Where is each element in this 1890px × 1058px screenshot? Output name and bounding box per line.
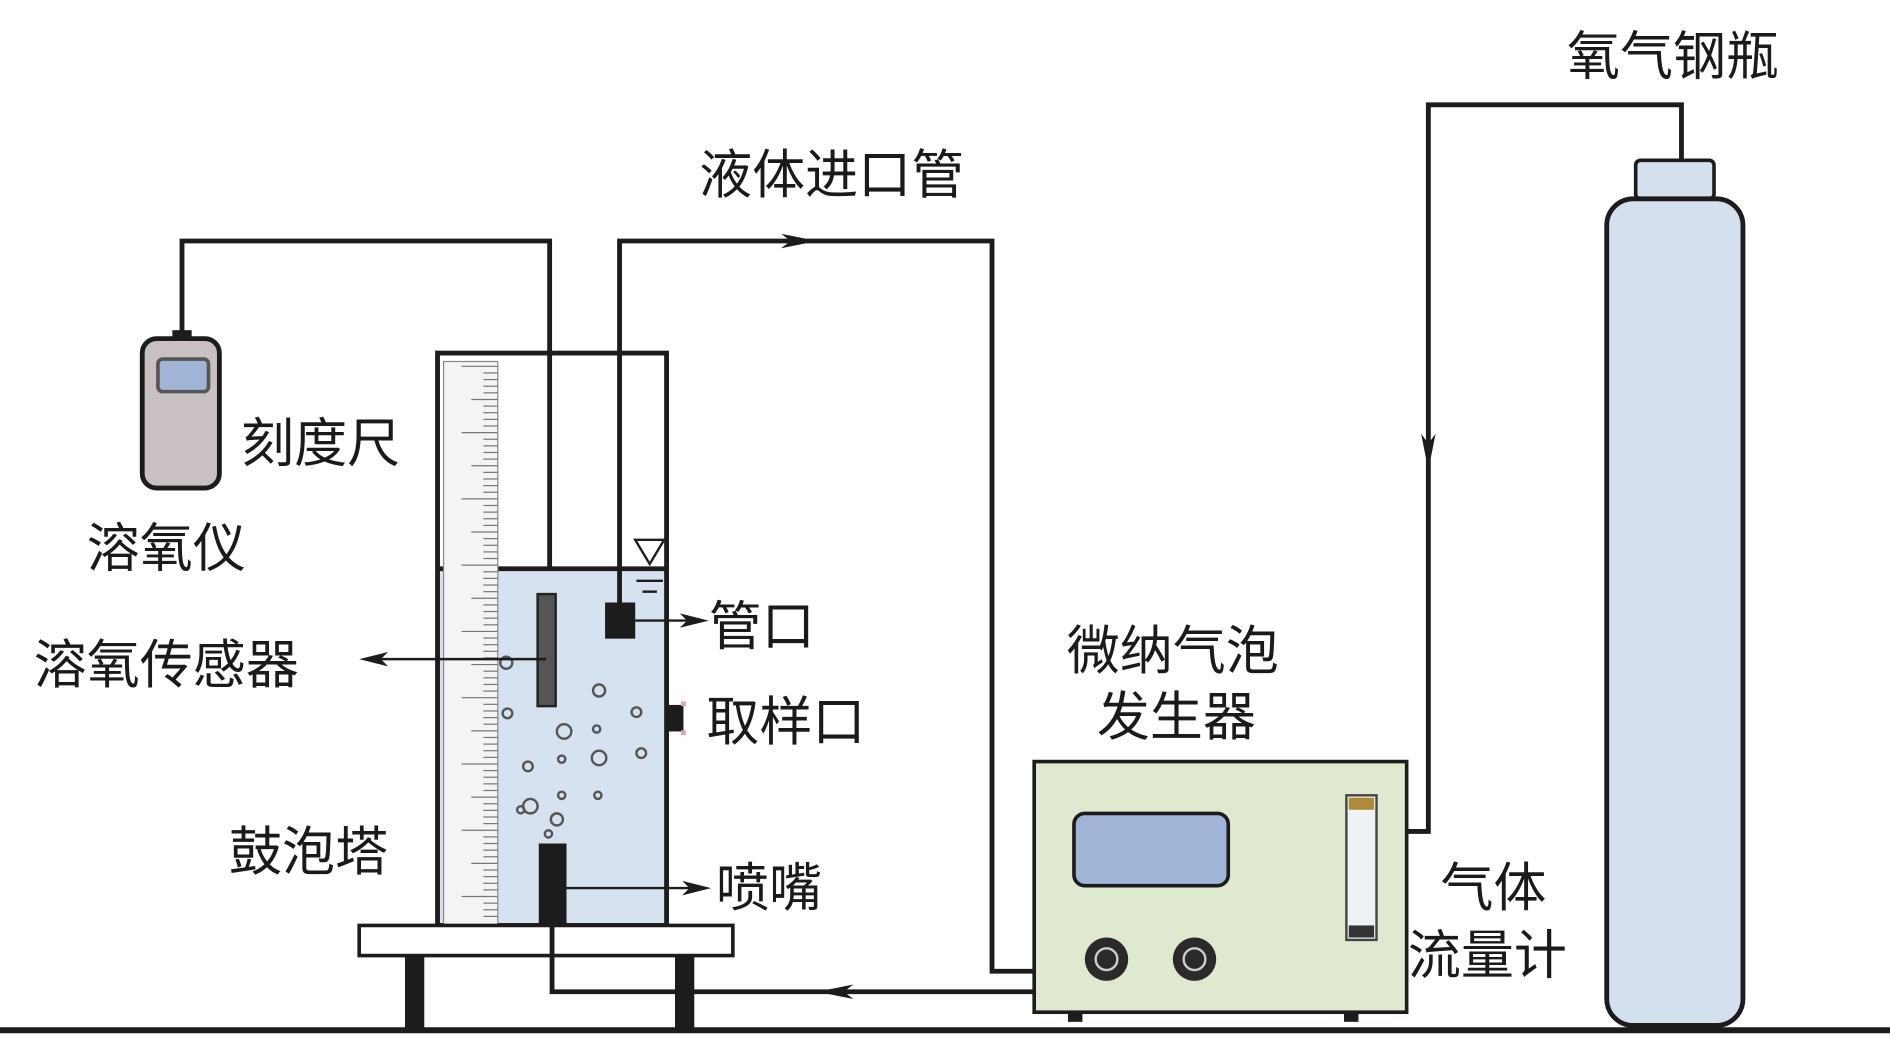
bubbles (499, 655, 648, 839)
label-generator-line1: 微纳气泡 (1067, 620, 1279, 682)
label-sampling-port: 取样口 (706, 691, 865, 753)
label-oxygen-cylinder: 氧气钢瓶 (1567, 26, 1779, 88)
do-sensor-probe (536, 592, 557, 708)
do-meter (139, 330, 222, 491)
label-liquid-inlet-pipe: 液体进口管 (699, 144, 964, 206)
pipe-outlet-block (605, 602, 636, 639)
arrow-left-icon (359, 651, 389, 667)
bubble (556, 790, 567, 801)
knob-icon[interactable] (1172, 937, 1217, 981)
bubble (521, 760, 534, 773)
sensor-cable (179, 238, 553, 597)
arrow-right-icon (682, 880, 712, 896)
bubble (543, 829, 554, 839)
bubble (501, 707, 514, 720)
bubble (549, 812, 565, 827)
oxygen-supply-pipe (1406, 102, 1684, 834)
bubble (556, 754, 567, 764)
flow-arrow-right-icon (781, 233, 818, 249)
label-pipe-outlet: 管口 (709, 596, 815, 658)
liquid-inlet-pipe (617, 238, 1035, 974)
bubble (590, 749, 608, 767)
stand (357, 923, 735, 1031)
bubble-column (435, 350, 686, 928)
bubble (591, 724, 602, 734)
scale-ruler (442, 360, 499, 927)
label-scale-ruler: 刻度尺 (241, 413, 400, 475)
label-flowmeter-line2: 流量计 (1408, 925, 1567, 987)
label-flowmeter-line1: 气体 (1440, 857, 1546, 919)
bubble (630, 706, 643, 719)
bubble (635, 747, 648, 760)
micro-nano-bubble-generator (1032, 759, 1409, 1022)
label-do-sensor: 溶氧传感器 (34, 634, 299, 696)
gas-outlet-pipe (549, 925, 1035, 995)
water-level-icon (633, 538, 667, 593)
label-generator-line2: 发生器 (1097, 686, 1256, 748)
do-meter-screen (156, 357, 211, 394)
bubble (555, 723, 573, 740)
bubble (593, 790, 603, 801)
arrow-right-icon (679, 613, 709, 628)
label-bubble-column: 鼓泡塔 (229, 821, 388, 883)
bubble (591, 683, 607, 698)
knob-icon[interactable] (1084, 937, 1129, 981)
generator-screen (1072, 811, 1231, 888)
label-do-meter: 溶氧仪 (87, 517, 246, 579)
gas-flowmeter (1345, 794, 1378, 942)
sampling-port (666, 704, 684, 732)
label-nozzle: 喷嘴 (716, 857, 822, 919)
oxygen-cylinder (1604, 158, 1746, 1028)
bubble (499, 655, 514, 670)
flow-arrow-down-icon (1421, 433, 1436, 470)
flow-arrow-left-icon (817, 984, 854, 999)
nozzle-block (538, 843, 567, 926)
bubble (515, 804, 526, 815)
